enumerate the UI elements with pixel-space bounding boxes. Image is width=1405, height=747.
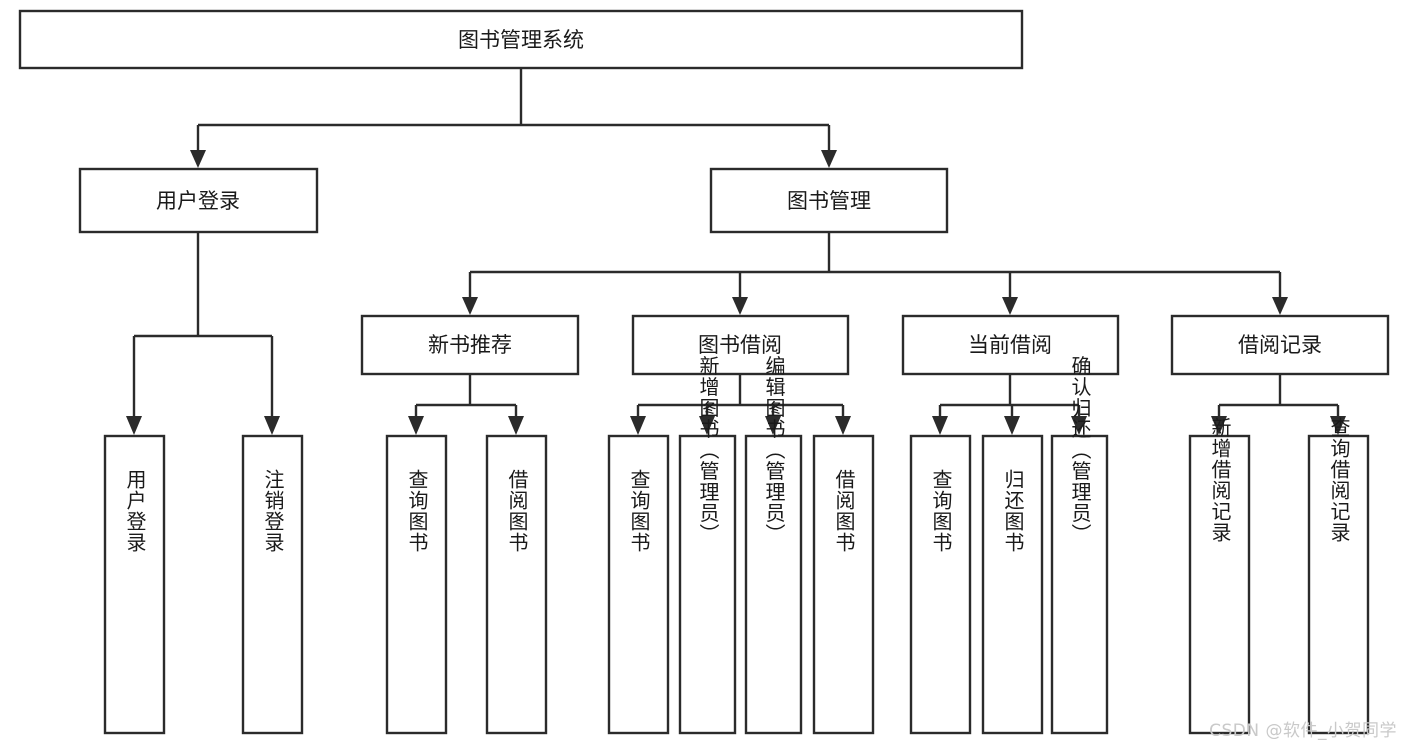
leaf-add-book-label: 新增图书（管理员） [696, 355, 720, 544]
node-root[interactable]: 图书管理系统 [18, 9, 1024, 70]
leaf-query-book-2[interactable]: 查询图书 [607, 434, 670, 735]
leaf-borrow-book-1-label: 借阅图书 [505, 469, 529, 553]
leaf-borrow-book-2-label: 借阅图书 [832, 469, 856, 553]
leaf-edit-book-box[interactable] [744, 434, 803, 735]
arrow-head-leaf-user-logout [264, 416, 280, 435]
connector-layer [126, 68, 1346, 435]
node-borrow-record-label: 借阅记录 [1238, 333, 1322, 357]
node-user-login[interactable]: 用户登录 [78, 167, 319, 234]
node-root-label: 图书管理系统 [458, 28, 584, 52]
leaf-query-book-1[interactable]: 查询图书 [385, 434, 448, 735]
leaf-user-login[interactable]: 用户登录 [103, 434, 166, 735]
leaf-query-book-3-label: 查询图书 [929, 469, 953, 553]
arrow-head-leaf-confirm-return [1071, 416, 1087, 435]
node-new-book-rec-box[interactable] [360, 314, 580, 376]
node-book-borrow[interactable]: 图书借阅 [631, 314, 850, 376]
node-new-book-rec-label: 新书推荐 [428, 333, 512, 357]
leaf-borrow-book-1-box[interactable] [485, 434, 548, 735]
node-user-login-box[interactable] [78, 167, 319, 234]
arrow-head-new-book-rec [462, 297, 478, 315]
node-new-book-rec[interactable]: 新书推荐 [360, 314, 580, 376]
leaf-return-book-box[interactable] [981, 434, 1044, 735]
leaf-confirm-return[interactable]: 确认归还（管理员） [1050, 355, 1109, 735]
leaf-borrow-book-1[interactable]: 借阅图书 [485, 434, 548, 735]
node-book-manage-box[interactable] [709, 167, 949, 234]
arrow-head-leaf-query-record [1330, 416, 1346, 435]
leaf-edit-book[interactable]: 编辑图书（管理员） [744, 355, 803, 735]
leaf-add-record-label: 新增借阅记录 [1208, 417, 1232, 543]
node-borrow-record-box[interactable] [1170, 314, 1390, 376]
arrow-head-leaf-borrow-book-2 [835, 416, 851, 435]
leaf-edit-book-label: 编辑图书（管理员） [762, 355, 786, 544]
leaf-add-record-box[interactable] [1188, 434, 1251, 735]
node-current-borrow-label: 当前借阅 [968, 333, 1052, 357]
leaf-query-record-box[interactable] [1307, 434, 1370, 735]
arrow-head-leaf-query-book-3 [932, 416, 948, 435]
arrow-head-leaf-borrow-book-1 [508, 416, 524, 435]
leaf-query-record-label: 查询借阅记录 [1327, 417, 1351, 543]
node-root-box[interactable] [18, 9, 1024, 70]
leaf-return-book-label: 归还图书 [1001, 469, 1025, 553]
node-book-borrow-label: 图书借阅 [698, 333, 782, 357]
leaf-confirm-return-label: 确认归还（管理员） [1068, 355, 1092, 544]
node-user-login-label: 用户登录 [156, 189, 240, 213]
leaf-user-logout[interactable]: 注销登录 [241, 434, 304, 735]
arrow-head-leaf-add-record [1211, 416, 1227, 435]
leaf-user-logout-box[interactable] [241, 434, 304, 735]
arrow-head-book-manage [821, 150, 837, 168]
arrow-head-user-login [190, 150, 206, 168]
leaf-query-book-3-box[interactable] [909, 434, 972, 735]
leaf-confirm-return-box[interactable] [1050, 434, 1109, 735]
leaf-user-login-box[interactable] [103, 434, 166, 735]
leaf-query-book-1-box[interactable] [385, 434, 448, 735]
leaf-borrow-book-2[interactable]: 借阅图书 [812, 434, 875, 735]
arrow-head-book-borrow [732, 297, 748, 315]
leaf-borrow-book-2-box[interactable] [812, 434, 875, 735]
leaf-add-book[interactable]: 新增图书（管理员） [678, 355, 737, 735]
arrow-head-leaf-user-login [126, 416, 142, 435]
leaf-return-book[interactable]: 归还图书 [981, 434, 1044, 735]
leaf-query-record[interactable]: 查询借阅记录 [1307, 417, 1370, 735]
node-borrow-record[interactable]: 借阅记录 [1170, 314, 1390, 376]
arrow-head-leaf-return-book [1004, 416, 1020, 435]
arrow-head-borrow-record [1272, 297, 1288, 315]
leaf-add-book-box[interactable] [678, 434, 737, 735]
leaf-query-book-1-label: 查询图书 [405, 469, 429, 553]
arrow-head-leaf-query-book-1 [408, 416, 424, 435]
arrow-head-current-borrow [1002, 297, 1018, 315]
leaf-query-book-3[interactable]: 查询图书 [909, 434, 972, 735]
arrow-head-leaf-edit-book [765, 416, 781, 435]
leaf-user-logout-label: 注销登录 [261, 469, 285, 553]
node-book-borrow-box[interactable] [631, 314, 850, 376]
arrow-head-leaf-query-book-2 [630, 416, 646, 435]
node-current-borrow-box[interactable] [901, 314, 1120, 376]
node-book-manage[interactable]: 图书管理 [709, 167, 949, 234]
node-current-borrow[interactable]: 当前借阅 [901, 314, 1120, 376]
leaf-query-book-2-box[interactable] [607, 434, 670, 735]
leaf-query-book-2-label: 查询图书 [627, 469, 651, 553]
arrow-head-leaf-add-book [699, 416, 715, 435]
leaf-add-record[interactable]: 新增借阅记录 [1188, 417, 1251, 735]
node-book-manage-label: 图书管理 [787, 189, 871, 213]
leaf-user-login-label: 用户登录 [123, 469, 147, 553]
